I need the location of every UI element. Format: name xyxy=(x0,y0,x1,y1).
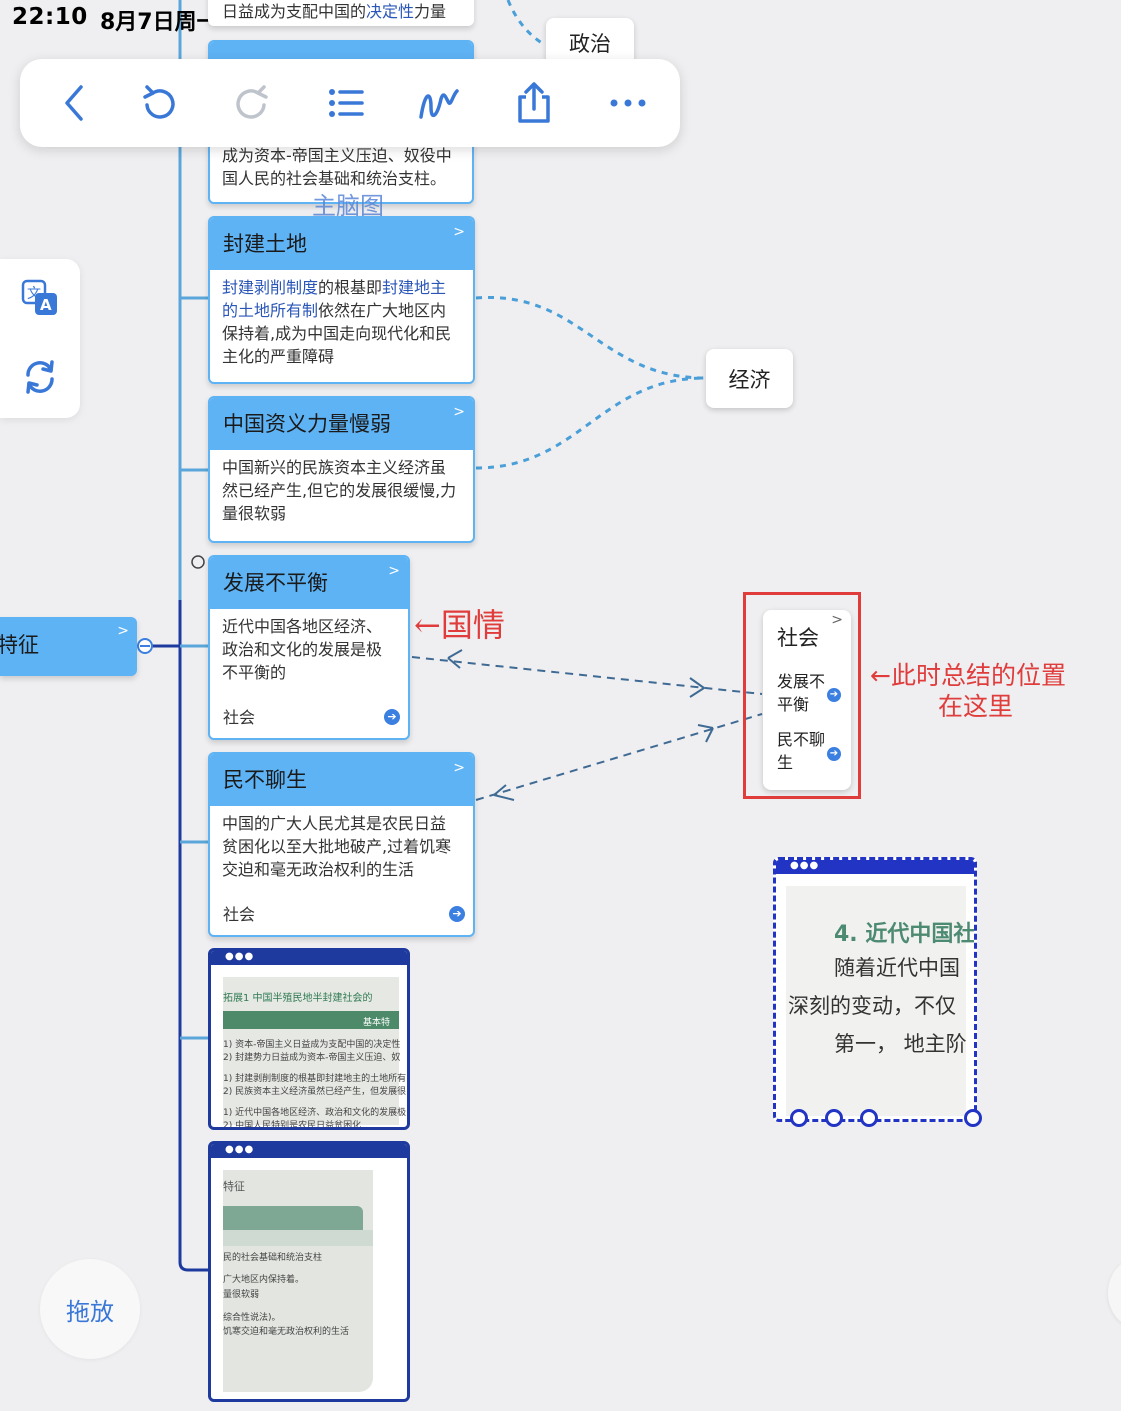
top-toolbar xyxy=(20,59,680,147)
topic-body-text: 的根基即 xyxy=(318,278,383,297)
comment-handle-icon[interactable] xyxy=(790,1109,808,1127)
topic-body-text: 依然在广大地区内保持着,成为中国走向现代化和民主化的严重障碍 xyxy=(222,301,452,366)
image-card-2[interactable]: ●●● 特征 民的社会基础和统治支柱 广大地区内保持着。 量很软弱 综合性说法)… xyxy=(208,1141,410,1402)
topic-body: 中国新兴的民族资本主义经济虽然已经产生,但它的发展很缓慢,力量很软弱 xyxy=(222,458,457,523)
more-icon[interactable]: ●●● xyxy=(211,1144,407,1158)
summary-node[interactable]: 社会 > 发展不平衡 ➔ 民不聊生 ➔ xyxy=(763,610,851,790)
chevron-right-icon[interactable]: > xyxy=(831,612,843,628)
topic-tag: 社会 xyxy=(223,708,256,727)
main-map-label[interactable]: 主脑图 xyxy=(312,192,384,220)
scan-text: 2) 民族资本主义经济虽然已经产生，但发展很 xyxy=(223,1087,407,1097)
topic-title: 民不聊生 xyxy=(223,768,307,792)
scan-text: 随着近代中国 xyxy=(834,956,960,980)
sync-icon[interactable] xyxy=(18,355,62,399)
partial-card-text: 日益成为支配中国的 xyxy=(222,2,367,21)
pinned-topic-label: 特征 xyxy=(0,633,39,657)
go-arrow-icon[interactable]: ➔ xyxy=(384,709,400,725)
annotation-guoqing: ←国情 xyxy=(414,606,505,644)
scan-text: 量很软弱 xyxy=(223,1290,260,1300)
drag-drop-button[interactable]: 拖放 xyxy=(40,1259,140,1359)
scan-text: 2) 封建势力日益成为资本-帝国主义压迫、奴 xyxy=(223,1053,401,1063)
audio-handle-icon[interactable] xyxy=(860,1109,878,1127)
go-arrow-icon[interactable]: ➔ xyxy=(449,906,465,922)
pen-icon[interactable] xyxy=(415,79,463,127)
scan-text: 拓展1 中国半殖民地半封建社会的 xyxy=(223,993,373,1004)
topic-body-link[interactable]: 封建剥削制度 xyxy=(222,278,319,297)
go-arrow-icon[interactable]: ➔ xyxy=(827,688,841,702)
partial-card-link[interactable]: 决定性 xyxy=(366,2,415,21)
scan-text: 1) 封建剥削制度的根基即封建地主的土地所有 xyxy=(223,1074,407,1084)
chevron-right-icon[interactable]: > xyxy=(453,760,465,776)
chevron-right-icon[interactable]: > xyxy=(453,404,465,420)
scan-text: 2) 中国人民特别是农民日益贫困化 xyxy=(223,1121,362,1130)
resize-handle-icon[interactable] xyxy=(964,1109,982,1127)
bubble-economy[interactable]: 经济 xyxy=(706,349,793,408)
link-handle-icon[interactable] xyxy=(825,1109,843,1127)
more-icon[interactable]: ●●● xyxy=(776,860,974,874)
svg-text:A: A xyxy=(40,296,52,314)
annotation-red-box xyxy=(743,592,861,799)
summary-title: 社会 xyxy=(777,626,819,650)
scan-text: 饥寒交迫和毫无政治权利的生活 xyxy=(223,1327,350,1337)
floating-image-card[interactable]: ●●● 4. 近代中国社 随着近代中国 深刻的变动，不仅 第一， 地主阶 xyxy=(773,857,977,1122)
image-card-1[interactable]: ●●● 拓展1 中国半殖民地半封建社会的 基本特 1) 资本-帝国主义日益成为支… xyxy=(208,948,410,1130)
topic-card-uneven-development[interactable]: 发展不平衡 > 近代中国各地区经济、政治和文化的发展是极不平衡的 社会 ➔ xyxy=(208,555,410,740)
share-icon[interactable] xyxy=(510,79,558,127)
summary-item[interactable]: 发展不平衡 xyxy=(777,672,826,714)
partial-card-2-body: 成为资本-帝国主义压迫、奴役中国人民的社会基础和统治支柱。 xyxy=(222,146,452,188)
scan-text: 1) 近代中国各地区经济、政治和文化的发展极 xyxy=(223,1108,407,1118)
scan-text: 4. 近代中国社 xyxy=(834,922,976,947)
chevron-right-icon[interactable]: > xyxy=(117,623,129,639)
topic-title: 发展不平衡 xyxy=(223,571,328,595)
topic-body-link[interactable]: 封建地主的土地所有制 xyxy=(222,278,447,320)
topic-body: 封建剥削制度的根基即封建地主的土地所有制依然在广大地区内保持着,成为中国走向现代… xyxy=(210,270,473,368)
topic-tag: 社会 xyxy=(223,905,256,924)
back-icon[interactable] xyxy=(50,79,98,127)
more-icon[interactable] xyxy=(604,79,652,127)
scan-text: 基本特 xyxy=(363,1018,391,1028)
chevron-right-icon[interactable]: > xyxy=(388,563,400,579)
outline-list-icon[interactable] xyxy=(322,79,370,127)
status-time: 22:10 xyxy=(12,4,88,30)
partial-card-text-after: 力量 xyxy=(414,2,447,21)
topic-title: 中国资义力量慢弱 xyxy=(223,412,391,436)
topic-title: 封建土地 xyxy=(223,232,307,256)
summary-item[interactable]: 民不聊生 xyxy=(777,730,826,772)
scan-text: 第一， 地主阶 xyxy=(834,1032,967,1056)
topic-body: 近代中国各地区经济、政治和文化的发展是极不平衡的 xyxy=(222,617,383,682)
topic-card-feudal-land[interactable]: 封建土地 > 封建剥削制度的根基即封建地主的土地所有制依然在广大地区内保持着,成为… xyxy=(208,216,475,384)
topic-body: 中国的广大人民尤其是农民日益贫困化以至大批地破产,过着饥寒交迫和毫无政治权利的生… xyxy=(222,814,452,879)
go-arrow-icon[interactable]: ➔ xyxy=(827,747,841,761)
edge-floating-button[interactable] xyxy=(1108,1258,1121,1328)
topic-card-people-suffering[interactable]: 民不聊生 > 中国的广大人民尤其是农民日益贫困化以至大批地破产,过着饥寒交迫和毫无… xyxy=(208,752,475,937)
scan-text: 特征 xyxy=(223,1180,245,1193)
undo-icon[interactable] xyxy=(135,79,183,127)
status-date: 8月7日周一 xyxy=(100,10,219,35)
annotation-summary-line-1: ←此时总结的位置 xyxy=(870,661,1066,690)
chevron-right-icon[interactable]: > xyxy=(453,224,465,240)
scan-text: 1) 资本-帝国主义日益成为支配中国的决定性 xyxy=(223,1040,401,1050)
scan-text: 广大地区内保持着。 xyxy=(223,1275,305,1285)
annotation-summary-note: ←此时总结的位置 在这里 xyxy=(870,660,1090,722)
redo-icon[interactable] xyxy=(228,79,276,127)
partial-card-1[interactable]: 日益成为支配中国的决定性力量 xyxy=(208,0,474,26)
topic-card-capitalism-weak[interactable]: 中国资义力量慢弱 > 中国新兴的民族资本主义经济虽然已经产生,但它的发展很缓慢,力… xyxy=(208,396,475,543)
scan-text: 民的社会基础和统治支柱 xyxy=(223,1253,323,1263)
annotation-summary-line-2: 在这里 xyxy=(938,692,1014,721)
scan-text: 深刻的变动，不仅 xyxy=(788,994,956,1018)
pinned-topic[interactable]: 特征 > xyxy=(0,617,137,676)
more-icon[interactable]: ●●● xyxy=(211,951,407,965)
scan-text: 综合性说法)。 xyxy=(223,1313,281,1323)
